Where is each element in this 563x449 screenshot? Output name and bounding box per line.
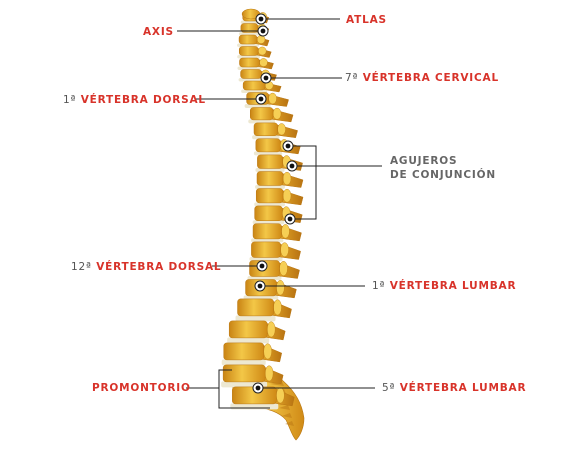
sacral-ridge [279, 405, 290, 410]
vertebral-body [223, 342, 264, 361]
marker-dot [285, 143, 291, 149]
transverse-process [263, 343, 272, 360]
transverse-process [282, 171, 292, 186]
transverse-process [258, 46, 267, 56]
transverse-process [276, 387, 285, 404]
vertebral-body [242, 80, 266, 91]
vertebral-body [239, 57, 260, 68]
promontory-bracket [218, 369, 270, 409]
sacral-ridge [282, 413, 292, 418]
label-l1: 1ª VÉRTEBRA LUMBAR [372, 280, 516, 292]
transverse-process [268, 92, 277, 105]
transverse-process [279, 261, 288, 276]
label-t1-number: 1ª [63, 94, 77, 106]
vertebral-body [240, 69, 262, 79]
foramina-bracket [288, 145, 317, 220]
intervertebral-disc [241, 89, 268, 93]
intervertebral-disc [248, 119, 276, 124]
vertebral-body [251, 241, 281, 258]
marker-dot [289, 163, 295, 169]
intervertebral-disc [244, 104, 271, 108]
transverse-process [282, 188, 292, 203]
label-foramina-line1: AGUJEROS [390, 155, 458, 167]
intervertebral-disc [237, 43, 260, 47]
vertebral-body [222, 364, 266, 383]
marker-dot [287, 216, 293, 222]
transverse-process [264, 365, 274, 382]
intervertebral-disc [255, 168, 285, 172]
vertebral-body [237, 298, 274, 317]
marker-dot [260, 28, 266, 34]
label-t1: 1ª VÉRTEBRA DORSAL [63, 94, 206, 106]
marker-dot [258, 96, 264, 102]
marker-dot [263, 75, 269, 81]
marker-dot [259, 263, 265, 269]
transverse-process [259, 58, 268, 67]
vertebral-column [221, 8, 305, 441]
vertebral-body [250, 107, 274, 121]
vertebral-body [255, 138, 281, 153]
intervertebral-disc [252, 220, 285, 225]
intervertebral-disc [254, 202, 286, 207]
marker-dot [258, 16, 264, 22]
transverse-process [272, 107, 282, 120]
intervertebral-disc [252, 135, 280, 140]
vertebral-body [254, 205, 283, 221]
label-l5-number: 5ª [382, 382, 396, 394]
intervertebral-disc [243, 295, 279, 300]
label-axis: AXIS [143, 26, 174, 38]
intervertebral-disc [238, 78, 264, 82]
vertebral-body [228, 320, 268, 339]
vertebral-body [256, 171, 284, 186]
intervertebral-disc [249, 257, 283, 261]
transverse-process [273, 299, 282, 316]
intervertebral-disc [237, 55, 261, 59]
label-t12-number: 12ª [71, 261, 92, 273]
transverse-process [280, 242, 289, 257]
label-c7-number: 7ª [345, 72, 359, 84]
label-c7: 7ª VÉRTEBRA CERVICAL [345, 72, 499, 84]
intervertebral-disc [238, 32, 260, 36]
label-foramina-line2: DE CONJUNCIÓN [390, 169, 496, 181]
vertebral-body [253, 122, 278, 136]
label-t1-text: VÉRTEBRA DORSAL [80, 94, 206, 106]
intervertebral-disc [251, 238, 284, 243]
label-c7-text: VÉRTEBRA CERVICAL [362, 72, 499, 84]
intervertebral-disc [240, 20, 261, 24]
intervertebral-disc [255, 185, 285, 189]
vertebral-body [238, 46, 259, 56]
transverse-process [277, 123, 286, 136]
intervertebral-disc [247, 276, 282, 280]
markers [252, 13, 298, 394]
marker-dot [255, 385, 261, 391]
intervertebral-disc [235, 315, 276, 322]
sacral-ridge [285, 421, 294, 426]
vertebral-body [257, 154, 283, 169]
vertebral-body [252, 223, 282, 240]
transverse-process [256, 35, 266, 44]
intervertebral-disc [253, 151, 283, 156]
label-t12: 12ª VÉRTEBRA DORSAL [71, 261, 221, 273]
intervertebral-disc [221, 359, 266, 366]
label-l1-number: 1ª [372, 280, 386, 292]
intervertebral-disc [237, 66, 262, 70]
vertebral-body [255, 188, 284, 204]
transverse-process [281, 224, 290, 239]
transverse-process [267, 321, 276, 338]
intervertebral-disc [227, 337, 270, 344]
label-l5: 5ª VÉRTEBRA LUMBAR [382, 382, 526, 394]
label-foramina: AGUJEROS DE CONJUNCIÓN [390, 154, 496, 182]
marker-dot [257, 283, 263, 289]
label-promontory: PROMONTORIO [92, 382, 191, 394]
transverse-process [276, 280, 285, 296]
label-t12-text: VÉRTEBRA DORSAL [96, 261, 222, 273]
vertebral-body [238, 34, 258, 45]
label-l1-text: VÉRTEBRA LUMBAR [389, 280, 517, 292]
label-l5-text: VÉRTEBRA LUMBAR [399, 382, 527, 394]
vertebral-body [240, 23, 259, 33]
label-atlas: ATLAS [346, 14, 387, 26]
